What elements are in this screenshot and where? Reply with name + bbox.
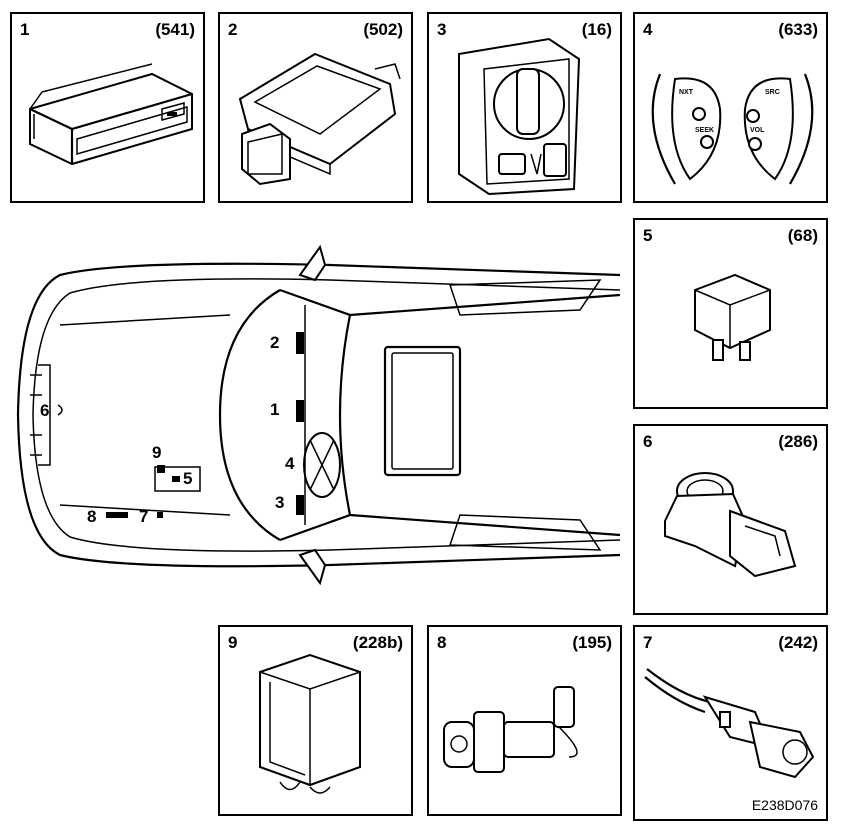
- component-box-9: 9 (228b): [218, 625, 413, 816]
- seek-label: SEEK: [695, 127, 714, 134]
- sensor-connector-illustration: [664, 472, 797, 578]
- component-reference: (502): [363, 20, 403, 39]
- light-switch-illustration: [458, 37, 581, 196]
- component-number: 8: [437, 633, 447, 652]
- component-reference: (541): [155, 20, 195, 39]
- marker-7: 7: [139, 507, 149, 526]
- component-box-8: 8 (195): [427, 625, 622, 816]
- src-label: SRC: [765, 89, 780, 96]
- component-number: 6: [643, 432, 653, 451]
- component-number: 5: [643, 226, 653, 245]
- component-reference: (286): [778, 432, 818, 451]
- component-reference: (16): [581, 20, 612, 39]
- car-top-view: 2 1 4 3 6 9 5 8 7: [0, 235, 625, 600]
- component-box-5: 5 (68): [633, 218, 828, 409]
- component-reference: (633): [778, 20, 818, 39]
- component-reference: (195): [572, 633, 612, 652]
- component-box-4: NXT SEEK SRC VOL 4 (633): [633, 12, 828, 203]
- component-number: 2: [228, 20, 238, 39]
- instrument-display-illustration: [29, 63, 193, 166]
- figure-code: E238D076: [751, 797, 818, 813]
- component-number: 3: [437, 20, 447, 39]
- component-reference: (242): [778, 633, 818, 652]
- component-reference: (228b): [352, 633, 403, 652]
- marker-3: 3: [275, 493, 285, 512]
- vol-label: VOL: [750, 127, 765, 134]
- steering-wheel-buttons-illustration: NXT SEEK SRC VOL: [651, 73, 814, 185]
- marker-8: 8: [87, 507, 97, 526]
- component-box-1: 1 (541): [10, 12, 205, 203]
- marker-4: 4: [285, 454, 295, 473]
- nxt-label: NXT: [679, 89, 694, 96]
- cable-connector-illustration: [644, 668, 815, 779]
- marker-1: 1: [270, 400, 280, 419]
- component-box-2: 2 (502): [218, 12, 413, 203]
- relay-block-illustration: [259, 653, 361, 794]
- relay-illustration: [694, 273, 771, 361]
- marker-6: 6: [40, 401, 50, 420]
- component-number: 9: [228, 633, 238, 652]
- sensor-illustration: [443, 686, 578, 773]
- car-outline: [16, 244, 621, 586]
- component-reference: (68): [787, 226, 818, 245]
- marker-5: 5: [183, 469, 193, 488]
- component-number: 4: [643, 20, 653, 39]
- component-box-6: 6 (286): [633, 424, 828, 615]
- component-number: 7: [643, 633, 653, 652]
- marker-9: 9: [152, 443, 162, 462]
- control-module-illustration: [238, 52, 401, 186]
- component-number: 1: [20, 20, 30, 39]
- component-box-7: 7 (242) E238D076: [633, 625, 828, 821]
- component-box-3: 3 (16): [427, 12, 622, 203]
- marker-2: 2: [270, 333, 280, 352]
